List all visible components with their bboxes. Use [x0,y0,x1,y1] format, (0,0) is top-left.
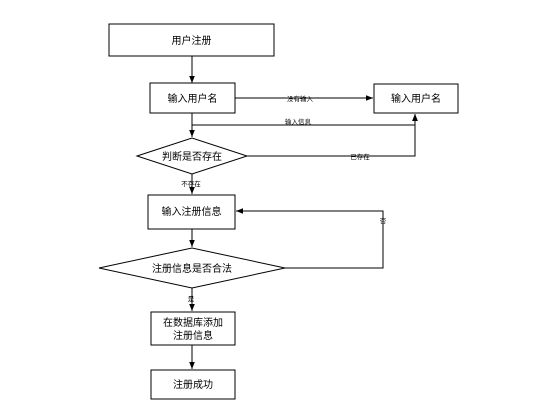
node-db-add-label-line2: 注册信息 [173,329,213,342]
node-register: 用户注册 [108,23,275,57]
node-db-add-label-line1: 在数据库添加 [163,316,223,329]
edge-not-exists-label: 不存在 [181,179,201,188]
node-input-username-right: 输入用户名 [373,83,459,114]
node-input-username-right-label: 输入用户名 [391,92,441,105]
node-check-exists: 判断是否存在 [135,137,249,175]
edge-no-label: 否 [380,217,387,225]
edge-no-input-label: 没有输入 [287,94,314,103]
edge-input-info-label: 输入信息 [285,117,312,126]
node-success-label: 注册成功 [173,378,213,391]
node-input-username: 输入用户名 [149,82,236,114]
node-input-username-label: 输入用户名 [168,92,218,105]
node-input-register-info: 输入注册信息 [147,194,236,230]
edge-yes-label: 是 [188,295,195,303]
node-input-register-info-label: 输入注册信息 [162,205,222,218]
node-success: 注册成功 [150,369,236,400]
node-check-valid-label: 注册信息是否合法 [152,262,232,275]
node-db-add: 在数据库添加 注册信息 [150,311,236,346]
node-check-exists-label: 判断是否存在 [162,150,222,163]
edge-already-exists [247,114,418,157]
edge-already-exists-label: 已存在 [350,152,370,161]
node-check-valid: 注册信息是否合法 [98,247,286,289]
node-register-label: 用户注册 [172,34,212,47]
edge-no [236,208,384,269]
